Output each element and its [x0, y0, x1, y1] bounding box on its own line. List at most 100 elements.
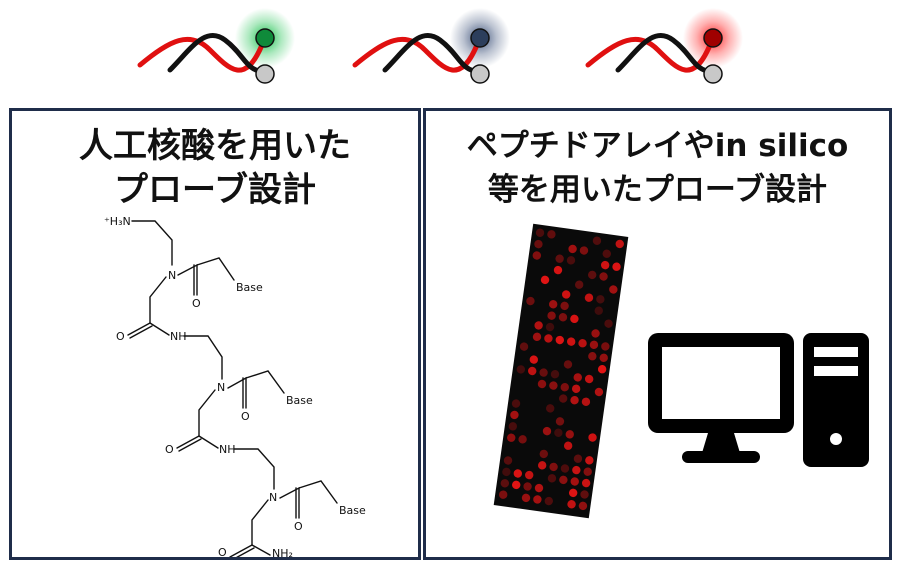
peptide-array-image — [493, 223, 629, 519]
array-spot — [532, 251, 542, 260]
array-spot — [560, 464, 570, 473]
array-spot — [581, 397, 591, 406]
array-spot — [560, 301, 569, 311]
array-spot — [549, 462, 558, 472]
o-label-4: O — [165, 443, 174, 456]
array-spot — [547, 474, 557, 483]
nh2-terminal-label: NH₂ — [272, 547, 293, 557]
array-spot — [534, 239, 543, 249]
array-spot — [566, 256, 576, 265]
array-spot — [570, 314, 579, 324]
array-spot — [594, 306, 603, 315]
array-spot — [500, 479, 510, 488]
array-spot — [581, 478, 591, 488]
n-label-3: N — [269, 491, 277, 504]
array-spot — [568, 488, 578, 498]
array-spot — [589, 340, 599, 350]
array-spot — [573, 454, 583, 463]
array-spot — [574, 280, 584, 289]
array-spot — [579, 246, 589, 255]
array-spot — [535, 228, 545, 237]
array-spot — [547, 311, 556, 320]
array-spot — [555, 335, 564, 345]
array-spot — [499, 490, 508, 499]
array-spot — [565, 430, 574, 439]
array-spot — [596, 295, 605, 304]
array-spot — [558, 313, 568, 322]
quencher-dot — [703, 64, 723, 84]
nh-label-2: NH — [219, 443, 236, 456]
array-spot — [604, 319, 613, 328]
array-spot — [516, 365, 526, 374]
computer-tower-icon — [803, 333, 869, 467]
array-spot — [599, 353, 608, 363]
array-spot — [529, 355, 539, 364]
n-label-2: N — [217, 381, 225, 394]
array-spot — [594, 387, 604, 397]
probe-icon-2 — [352, 8, 510, 84]
array-spot — [572, 465, 581, 475]
o-label-2: O — [116, 330, 125, 343]
black-strand — [615, 32, 715, 75]
array-spot — [553, 265, 563, 275]
array-spot — [587, 270, 597, 280]
base-label-2: Base — [286, 394, 313, 407]
array-spot — [573, 373, 582, 382]
array-spot — [578, 501, 588, 511]
array-spot — [592, 236, 602, 245]
array-spot — [563, 360, 573, 369]
o-label-3: O — [241, 410, 250, 423]
array-spot — [540, 275, 550, 285]
array-spot — [549, 300, 558, 309]
array-spot — [568, 244, 577, 254]
array-spot — [539, 368, 548, 377]
array-spot — [503, 456, 513, 465]
quencher-dot — [470, 64, 490, 84]
array-spot — [526, 296, 535, 306]
fluorophore-dot — [255, 28, 275, 48]
array-spot — [544, 496, 553, 506]
array-spot — [545, 322, 555, 332]
array-spot — [533, 495, 542, 504]
fluorophore-dot — [470, 28, 490, 48]
array-spot — [602, 249, 611, 258]
array-spot — [532, 332, 542, 342]
left-panel-title-line1: 人工核酸を用いた — [79, 126, 351, 166]
array-spot — [591, 329, 600, 338]
red-strand — [352, 36, 480, 73]
array-spot — [511, 399, 521, 408]
pna-chemical-structure: ⁺H₃N N O Base O NH N O Base O NH N O Bas… — [104, 215, 366, 557]
array-spot — [583, 467, 592, 476]
array-spot — [519, 342, 529, 351]
nh-label-1: NH — [170, 330, 187, 343]
base-label-1: Base — [236, 281, 263, 294]
array-spot — [571, 384, 581, 393]
n-label-1: N — [168, 269, 176, 282]
array-spot — [580, 490, 589, 499]
array-spot — [588, 352, 597, 361]
array-spot — [534, 321, 543, 330]
array-spot — [534, 483, 544, 493]
array-spot — [544, 334, 553, 343]
array-spot — [550, 369, 560, 379]
array-spot — [554, 428, 563, 437]
o-label-6: O — [218, 546, 227, 557]
left-panel-title-line2: プローブ設計 — [114, 170, 316, 210]
array-spot — [545, 404, 555, 413]
array-spot — [513, 469, 523, 478]
array-spot — [567, 500, 576, 509]
right-panel-title-line2: 等を用いたプローブ設計 — [487, 172, 828, 208]
array-spot — [570, 395, 579, 405]
array-spot — [510, 410, 519, 420]
peptide-array-insilico-panel: ペプチドアレイやin silico 等を用いたプローブ設計 — [423, 108, 892, 560]
base-label-3: Base — [339, 504, 366, 517]
array-spot — [528, 366, 537, 376]
array-spot — [599, 272, 608, 281]
array-spot — [507, 433, 516, 442]
black-strand — [382, 32, 482, 75]
artificial-nucleic-acid-panel: 人工核酸を用いた プローブ設計 — [9, 108, 421, 560]
array-spot — [512, 480, 521, 490]
array-spot — [555, 254, 564, 263]
red-strand — [585, 36, 713, 73]
array-spot — [559, 475, 568, 485]
